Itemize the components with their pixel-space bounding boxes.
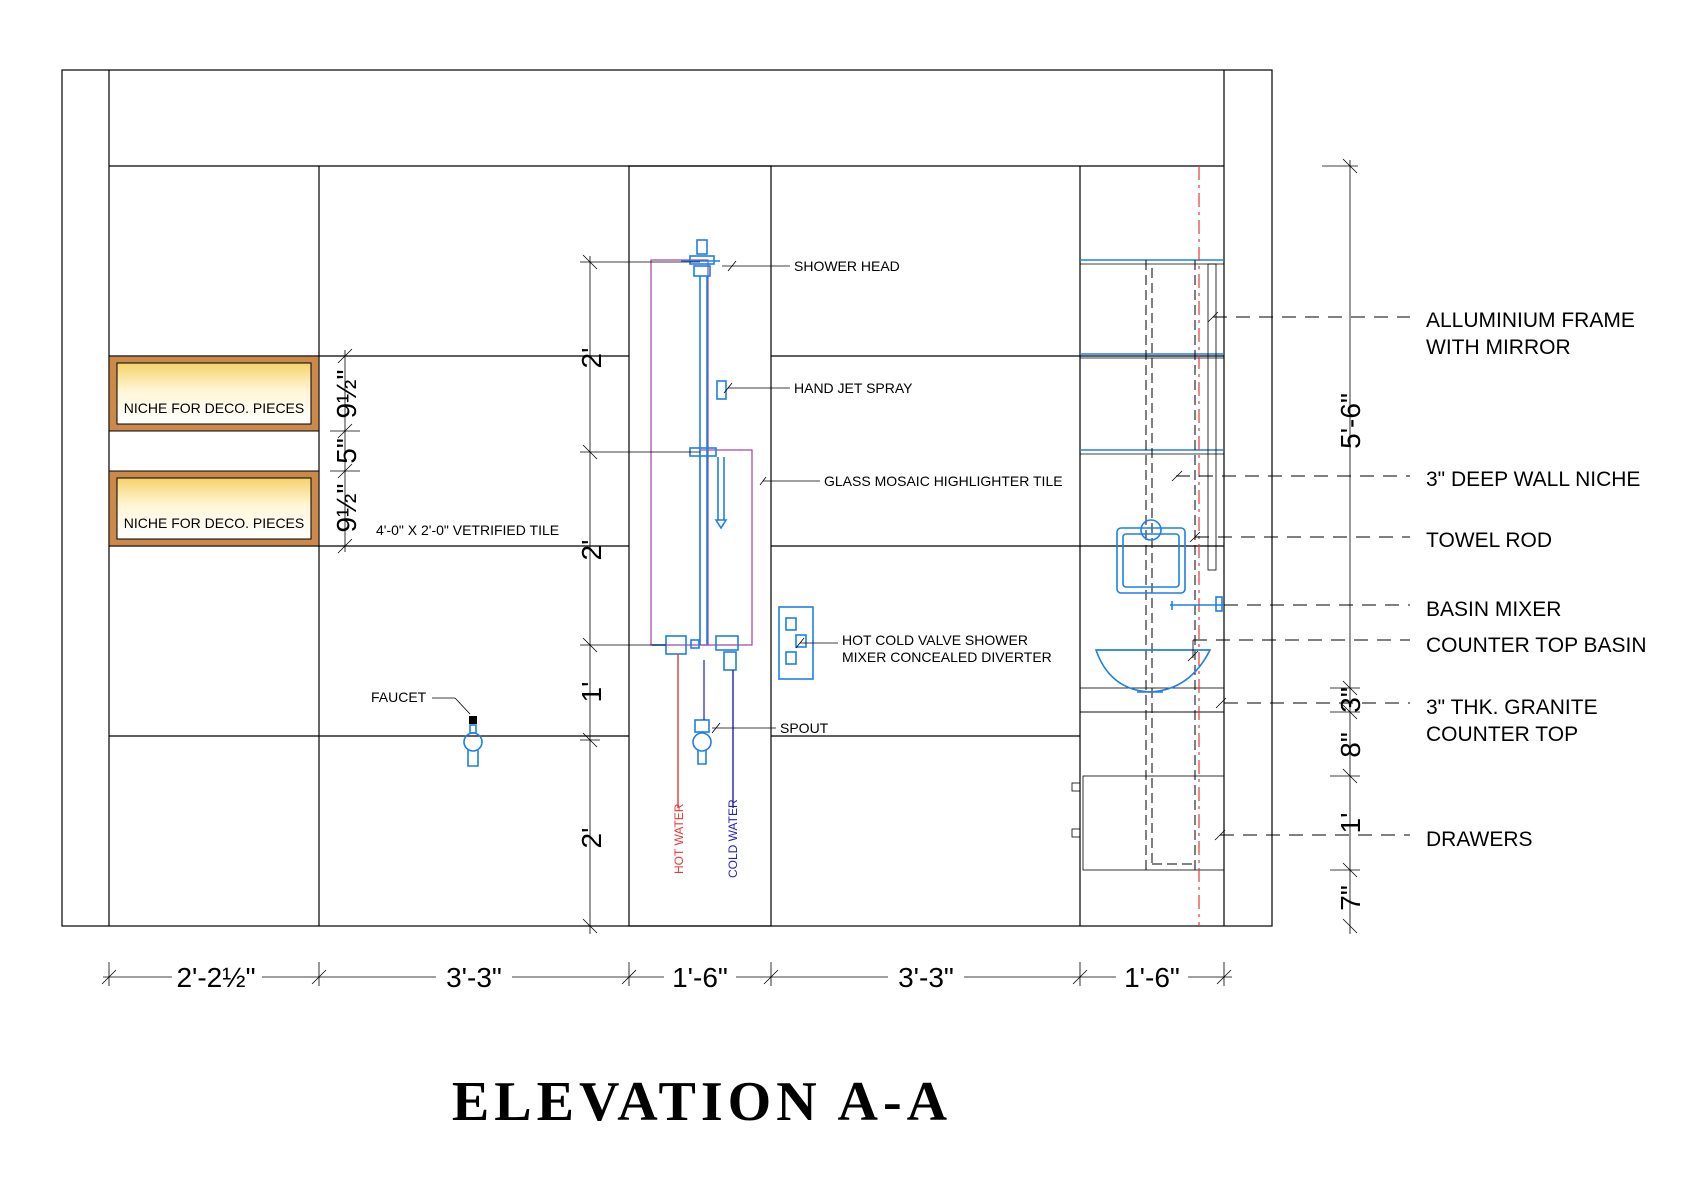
niche-lower [108,470,320,547]
drawers-label: DRAWERS [1426,828,1533,851]
granite-label-2: COUNTER TOP [1426,723,1578,746]
bottom-dim-4: 3'-3" [898,962,954,993]
counter-basin-icon [1094,649,1212,693]
faucet-icon [432,697,483,767]
vanity-section [1071,259,1225,871]
wall-niche-label: 3" DEEP WALL NICHE [1426,468,1640,491]
left-dim-3: 1' [576,682,607,703]
niche-lower-label: NICHE FOR DECO. PIECES [124,515,304,531]
cold-water-label: COLD WATER [726,799,740,878]
bottom-dim-5: 1'-6" [1124,962,1180,993]
basin-mixer-icon [1170,596,1224,612]
left-dim-1: 2' [576,348,607,369]
basin-mixer-label: BASIN MIXER [1426,598,1561,621]
alum-frame-label-2: WITH MIRROR [1426,336,1571,359]
right-leaders [1171,311,1410,841]
niche-dim-3: 9½" [331,484,362,533]
right-dim-1: 5'-6" [1335,393,1366,449]
hot-water-label: HOT WATER [672,803,686,874]
left-vertical-dim-line [580,254,700,934]
right-dim-3: 8" [1335,732,1366,758]
vetrified-tile-label: 4'-0" X 2'-0" VETRIFIED TILE [376,522,559,538]
shower-assembly-icon [652,239,814,765]
valve-label-line1: HOT COLD VALVE SHOWER [842,632,1028,648]
towel-rod-label: TOWEL ROD [1426,529,1552,552]
spout-label: SPOUT [780,720,829,736]
shower-head-label: SHOWER HEAD [794,258,900,274]
hand-jet-label: HAND JET SPRAY [794,380,913,396]
right-vertical-dim-line [1322,158,1360,934]
left-dim-4: 2' [576,828,607,849]
mosaic-highlight-upper [650,259,709,646]
valve-label-line2: MIXER CONCEALED DIVERTER [842,649,1052,665]
shower-leaders [711,260,838,734]
right-dim-4: 1' [1335,813,1366,834]
drawing-title: ELEVATION A-A [452,1071,952,1133]
bottom-dim-2: 3'-3" [446,962,502,993]
glass-mosaic-label: GLASS MOSAIC HIGHLIGHTER TILE [824,473,1063,489]
right-dim-2: 3" [1335,687,1366,713]
faucet-label: FAUCET [371,689,427,705]
counter-basin-label: COUNTER TOP BASIN [1426,634,1647,657]
left-dim-2: 2' [576,540,607,561]
niche-dim-2: 5" [331,438,362,464]
niche-dim-line [330,348,360,554]
bottom-dim-1: 2'-2½" [176,962,255,993]
right-dim-5: 7" [1335,885,1366,911]
niche-dim-1: 9½" [331,370,362,419]
alum-frame-label-1: ALLUMINIUM FRAME [1426,309,1635,332]
towel-rod-icon [1116,519,1186,594]
niche-upper [108,355,320,432]
granite-label-1: 3" THK. GRANITE [1426,696,1598,719]
niche-upper-label: NICHE FOR DECO. PIECES [124,400,304,416]
bottom-dim-3: 1'-6" [672,962,728,993]
